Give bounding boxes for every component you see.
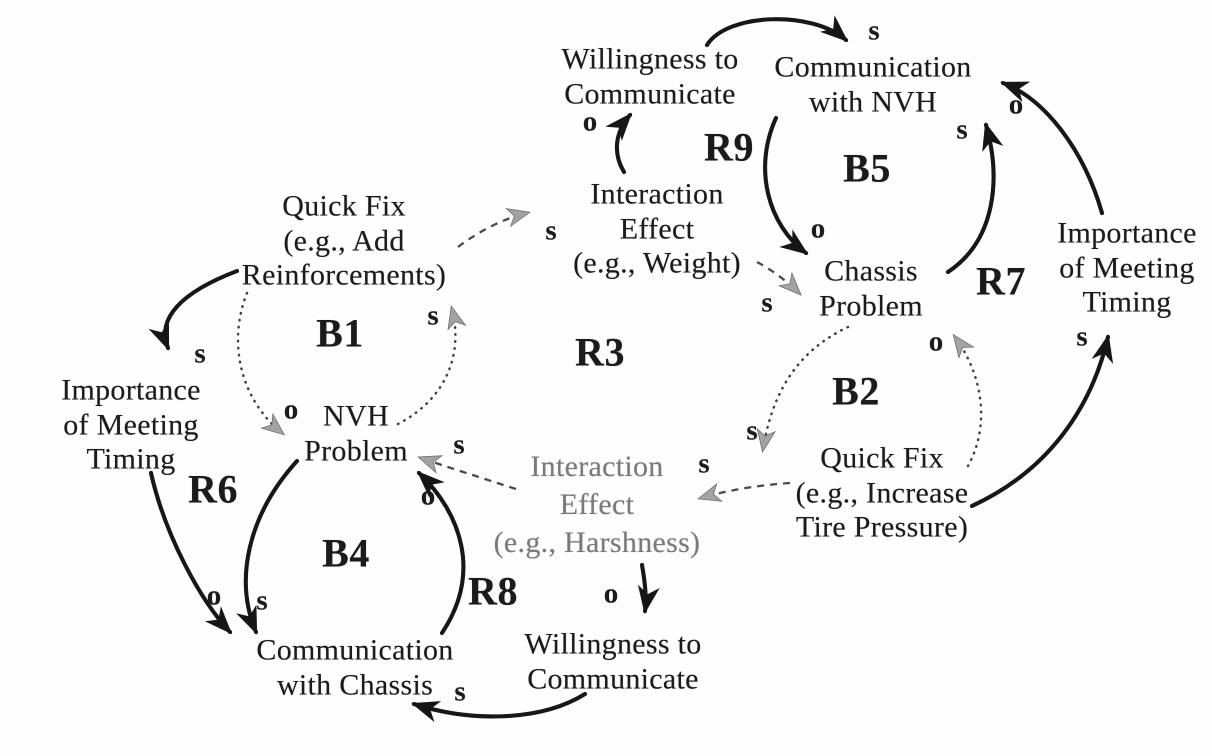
arrow-comm-nvh-to-chassis-problem: [763, 115, 809, 256]
polarity-label-quickfix-tire-harshness: s: [698, 447, 710, 480]
node-interaction-effect-harshness: Interaction Effect (e.g., Harshness): [493, 449, 701, 560]
polarity-label-quickfix-add-importance-left: s: [194, 337, 206, 370]
polarity-label-importance-right-comm-nvh: o: [1008, 88, 1024, 121]
polarity-label-quickfix-add-weight: s: [545, 214, 557, 247]
arrow-importance-left-to-comm-chassis: [148, 470, 233, 635]
arrow-interaction-harshness-to-willingness-bottom: [637, 562, 660, 614]
arrow-comm-chassis-to-nvh-problem: [416, 470, 466, 636]
polarity-label-comm-nvh-chassis: o: [810, 212, 826, 245]
polarity-label-harshness-nvh: s: [453, 428, 465, 461]
arrow-quickfix-add-to-nvh-problem: [236, 291, 286, 436]
polarity-label-weight-willingness-top: o: [582, 105, 598, 138]
loop-label-r7: R7: [976, 258, 1026, 304]
polarity-label-quickfix-tire-importance-right: s: [1076, 320, 1088, 353]
arrow-importance-right-to-comm-nvh: [1000, 80, 1105, 216]
node-quick-fix-add-reinforcements: Quick Fix (e.g., Add Reinforcements): [241, 189, 447, 292]
loop-label-r6: R6: [188, 466, 238, 512]
node-quick-fix-increase-tire-pressure: Quick Fix (e.g., Increase Tire Pressure): [795, 441, 969, 544]
polarity-label-chassis-comm-nvh: s: [956, 113, 968, 146]
loop-label-b4: B4: [322, 530, 370, 576]
loop-label-b1: B1: [316, 310, 364, 356]
loop-label-b5: B5: [843, 145, 891, 191]
polarity-label-harshness-willingness-bottom: o: [603, 577, 619, 610]
polarity-label-nvh-quickfix-add: s: [427, 299, 439, 332]
arrow-chassis-problem-to-comm-nvh: [945, 122, 1004, 275]
polarity-label-chassis-quickfix-tire: s: [746, 414, 758, 447]
arrow-willingness-bottom-to-comm-chassis: [411, 691, 588, 723]
arrow-willingness-top-to-comm-nvh: [704, 15, 849, 48]
polarity-label-comm-chassis-nvh: o: [420, 479, 436, 512]
polarity-label-quickfix-tire-chassis: o: [928, 325, 944, 358]
loop-label-r9: R9: [704, 124, 754, 170]
arrow-interaction-weight-to-chassis-problem: [756, 260, 802, 296]
node-willingness-to-communicate-bottom: Willingness to Communicate: [524, 627, 702, 696]
arrow-interaction-weight-to-willingness-top: [605, 112, 633, 175]
node-nvh-problem: NVH Problem: [304, 399, 408, 468]
node-interaction-effect-weight: Interaction Effect (e.g., Weight): [573, 177, 741, 280]
node-willingness-to-communicate-top: Willingness to Communicate: [561, 42, 739, 111]
node-communication-with-chassis: Communication with Chassis: [256, 633, 454, 702]
node-importance-of-meeting-timing-right: Importance of Meeting Timing: [1057, 216, 1197, 319]
node-importance-of-meeting-timing-left: Importance of Meeting Timing: [61, 373, 201, 476]
polarity-label-quickfix-add-nvh: o: [283, 393, 299, 426]
polarity-label-willingness-top-comm-nvh: s: [868, 14, 880, 47]
arrow-nvh-problem-to-comm-chassis: [236, 458, 300, 635]
node-chassis-problem: Chassis Problem: [819, 254, 923, 323]
arrow-quickfix-add-to-interaction-weight: [457, 208, 531, 248]
arrow-quickfix-add-to-importance-left: [148, 268, 240, 351]
arrow-chassis-problem-to-quickfix-tire: [756, 325, 850, 454]
loop-label-b2: B2: [832, 368, 880, 414]
loop-label-r3: R3: [575, 329, 625, 375]
polarity-label-nvh-comm-chassis: s: [256, 584, 268, 617]
polarity-label-willingness-bottom-comm-chassis: s: [454, 675, 466, 708]
loop-label-r8: R8: [468, 568, 518, 614]
node-communication-with-nvh: Communication with NVH: [774, 50, 972, 119]
arrow-quickfix-tire-to-interaction-harshness: [697, 481, 791, 502]
polarity-label-weight-chassis: s: [761, 286, 773, 319]
arrow-quickfix-tire-to-importance-right: [969, 334, 1114, 509]
polarity-label-importance-left-comm-chassis: o: [206, 579, 222, 612]
